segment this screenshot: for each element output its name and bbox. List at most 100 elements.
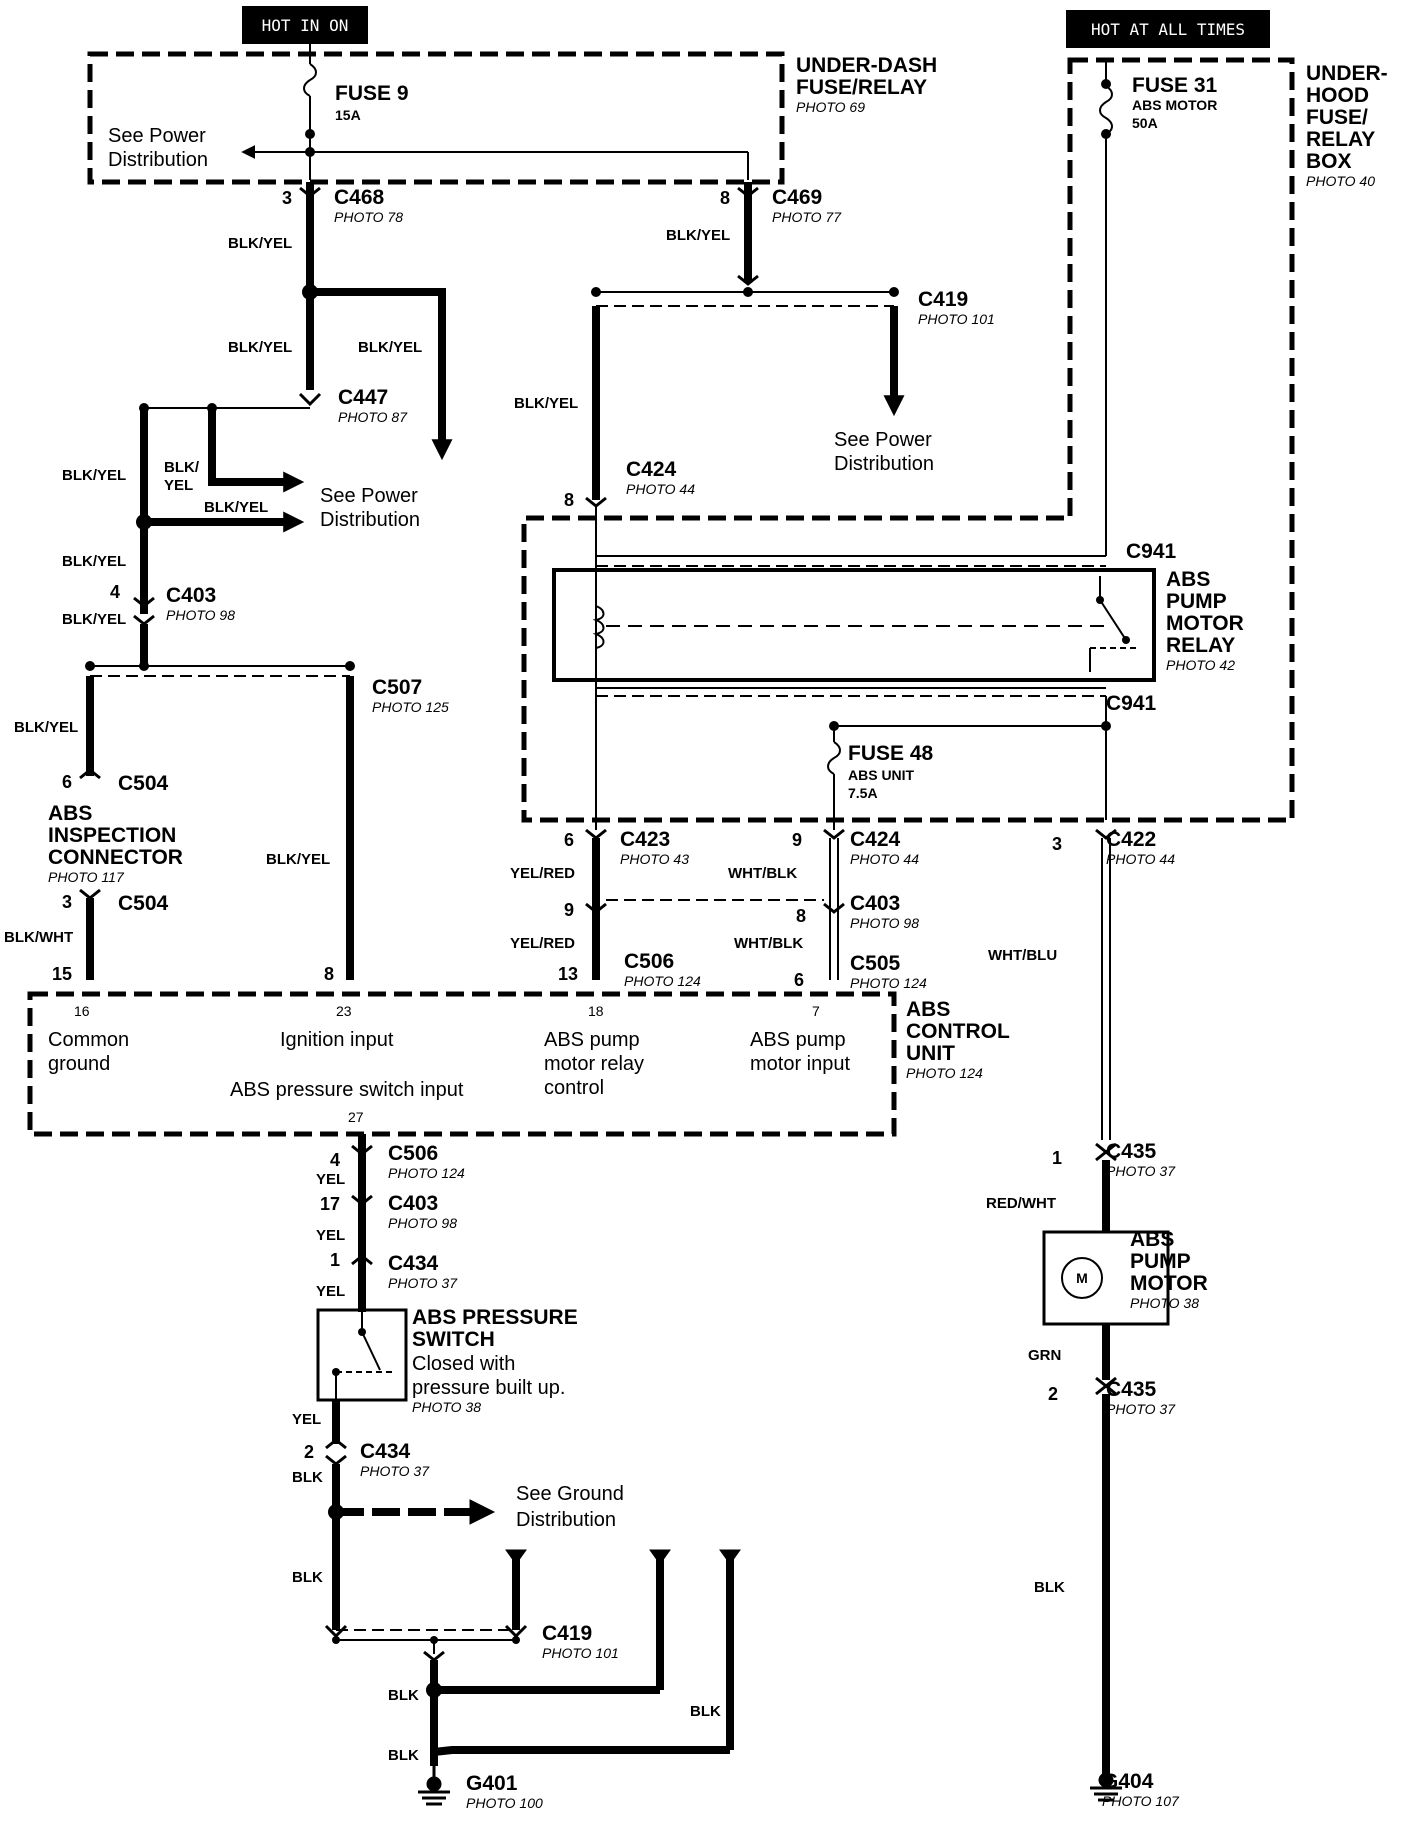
c424a-pin: 8 bbox=[564, 490, 574, 510]
relay-output-wiring bbox=[585, 828, 1117, 1140]
pswitch-desc-2: pressure built up. bbox=[412, 1377, 565, 1399]
c506b-label: C506 bbox=[388, 1142, 438, 1165]
wire-blk-yel: BLK/YEL bbox=[358, 339, 422, 356]
c435b-photo: PHOTO 37 bbox=[1106, 1401, 1176, 1417]
underdash-fuse-relay-box bbox=[87, 44, 785, 185]
wire-red-wht: RED/WHT bbox=[986, 1195, 1056, 1212]
c419b-photo: PHOTO 101 bbox=[542, 1645, 619, 1661]
pump-motor-wiring bbox=[1042, 1142, 1170, 1774]
g404-label: G404 bbox=[1102, 1770, 1154, 1793]
see-ground-text-1: See Ground bbox=[516, 1483, 624, 1505]
fuse-31-label: FUSE 31 bbox=[1132, 74, 1218, 97]
g401-photo: PHOTO 100 bbox=[466, 1795, 543, 1811]
splice-dot bbox=[426, 1682, 442, 1698]
see-power-text-1: See Power bbox=[834, 429, 932, 451]
ecu-motor-input-2: motor input bbox=[750, 1053, 850, 1075]
c447-photo: PHOTO 87 bbox=[338, 409, 408, 425]
ecu-common-ground-2: ground bbox=[48, 1053, 110, 1075]
c435b-label: C435 bbox=[1106, 1378, 1157, 1401]
middle-wiring bbox=[585, 182, 905, 830]
c505-photo: PHOTO 124 bbox=[850, 975, 927, 991]
c468-label: C468 bbox=[334, 186, 385, 209]
c424b-photo: PHOTO 44 bbox=[850, 851, 919, 867]
see-power-text-1: See Power bbox=[320, 485, 418, 507]
splice-dot bbox=[136, 514, 152, 530]
c403c-photo: PHOTO 98 bbox=[388, 1215, 457, 1231]
fuse-48-label: FUSE 48 bbox=[848, 742, 934, 765]
pswitch-title-1: ABS PRESSURE bbox=[412, 1306, 578, 1329]
pswitch-title-2: SWITCH bbox=[412, 1328, 495, 1351]
wire-blk: BLK bbox=[292, 1569, 323, 1586]
wire-blk-wht: BLK/WHT bbox=[4, 929, 73, 946]
c403b-pin-right: 8 bbox=[796, 906, 806, 926]
splice-dot bbox=[139, 661, 149, 671]
c424a-photo: PHOTO 44 bbox=[626, 481, 695, 497]
ecu-photo: PHOTO 124 bbox=[906, 1065, 983, 1081]
wire-blk: BLK/ bbox=[164, 459, 200, 476]
see-ground-text-2: Distribution bbox=[516, 1509, 616, 1531]
c403a-label: C403 bbox=[166, 584, 216, 607]
c435a-pin: 1 bbox=[1052, 1148, 1062, 1168]
pmotor-title-3: MOTOR bbox=[1130, 1272, 1208, 1295]
splice-dot bbox=[512, 1636, 520, 1644]
c506b-photo: PHOTO 124 bbox=[388, 1165, 465, 1181]
pressure-switch-wiring bbox=[316, 1134, 741, 1780]
c403a-pin: 4 bbox=[110, 582, 120, 602]
underdash-photo: PHOTO 69 bbox=[796, 99, 865, 115]
c434b-pin: 2 bbox=[304, 1442, 314, 1462]
hot-at-all-times-tag: HOT AT ALL TIMES bbox=[1066, 10, 1270, 48]
relay-photo: PHOTO 42 bbox=[1166, 657, 1235, 673]
splice-dot bbox=[345, 661, 355, 671]
splice-dot bbox=[1101, 129, 1111, 139]
c424b-label: C424 bbox=[850, 828, 901, 851]
c469-label: C469 bbox=[772, 186, 822, 209]
wire-wht-blu: WHT/BLU bbox=[988, 947, 1057, 964]
c447-label: C447 bbox=[338, 386, 388, 409]
underhood-title-2: HOOD bbox=[1306, 84, 1369, 107]
g404-photo: PHOTO 107 bbox=[1102, 1793, 1180, 1809]
splice-dot bbox=[305, 147, 315, 157]
c435a-label: C435 bbox=[1106, 1140, 1157, 1163]
c435b-pin: 2 bbox=[1048, 1384, 1058, 1404]
c424a-label: C424 bbox=[626, 458, 677, 481]
motor-symbol-label: M bbox=[1076, 1270, 1088, 1286]
wire-yel: YEL bbox=[292, 1411, 321, 1428]
pswitch-desc-1: Closed with bbox=[412, 1353, 515, 1375]
splice-dot bbox=[302, 284, 318, 300]
c434a-photo: PHOTO 37 bbox=[388, 1275, 458, 1291]
wire-blk-yel: BLK/YEL bbox=[62, 467, 126, 484]
relay-title-3: MOTOR bbox=[1166, 612, 1244, 635]
splice-dot bbox=[591, 287, 601, 297]
c507-photo: PHOTO 125 bbox=[372, 699, 449, 715]
wire-blk: BLK bbox=[388, 1747, 419, 1764]
fuse-9-rating: 15A bbox=[335, 107, 361, 123]
c403a-photo: PHOTO 98 bbox=[166, 607, 235, 623]
c419a-label: C419 bbox=[918, 288, 968, 311]
wire-yel: YEL bbox=[316, 1227, 345, 1244]
ecu-title-2: CONTROL bbox=[906, 1020, 1010, 1043]
pswitch-photo: PHOTO 38 bbox=[412, 1399, 481, 1415]
c403c-label: C403 bbox=[388, 1192, 438, 1215]
ecu-relay-control-2: motor relay bbox=[544, 1053, 644, 1075]
wire-yel-red: YEL/RED bbox=[510, 935, 575, 952]
relay-contact-dot bbox=[1096, 596, 1104, 604]
c422-pin: 3 bbox=[1052, 834, 1062, 854]
wire-blk: BLK bbox=[1034, 1579, 1065, 1596]
splice-dot bbox=[85, 661, 95, 671]
pmotor-title-2: PUMP bbox=[1130, 1250, 1191, 1273]
ecu-pin-23: 23 bbox=[336, 1003, 352, 1019]
wire-blk-yel: BLK/YEL bbox=[62, 611, 126, 628]
ecu-motor-input-1: ABS pump bbox=[750, 1029, 846, 1051]
c435a-photo: PHOTO 37 bbox=[1106, 1163, 1176, 1179]
svg-text:HOT IN ON: HOT IN ON bbox=[262, 16, 349, 35]
ecu-pin-16: 16 bbox=[74, 1003, 90, 1019]
ecu-ignition-input: Ignition input bbox=[280, 1029, 394, 1051]
wire-blk-yel: BLK/YEL bbox=[228, 339, 292, 356]
c507-pin8: 8 bbox=[324, 964, 334, 984]
wire-wht-blk: WHT/BLK bbox=[734, 935, 803, 952]
wire-blk-yel: BLK/YEL bbox=[666, 227, 730, 244]
ecu-relay-control-1: ABS pump bbox=[544, 1029, 640, 1051]
wire-yel-red: YEL/RED bbox=[510, 865, 575, 882]
wire-yel: YEL bbox=[316, 1283, 345, 1300]
fuse-31-desc: ABS MOTOR bbox=[1132, 97, 1217, 113]
